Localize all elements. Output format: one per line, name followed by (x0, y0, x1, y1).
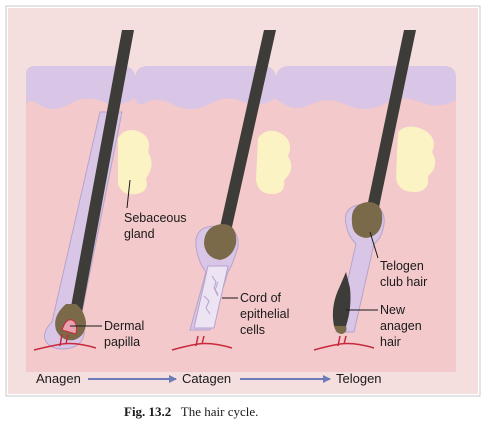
stage-label-anagen: Anagen (36, 371, 81, 386)
label-new-anagen-hair: New anagen hair (380, 303, 425, 349)
anagen-hair-shaft (70, 30, 134, 312)
catagen-hair-shaft (218, 30, 276, 236)
leader-lines (70, 179, 379, 327)
blood-vessels (33, 333, 375, 351)
stage-label-telogen: Telogen (336, 371, 382, 386)
sebaceous-gland-catagen (256, 130, 292, 194)
new-anagen-hair (332, 272, 351, 326)
label-dermal-papilla: Dermal papilla (104, 319, 148, 349)
telogen-hair-shaft (366, 30, 416, 212)
telogen-club-hair (351, 202, 383, 238)
catagen-club (204, 224, 237, 260)
catagen-follicle (189, 30, 276, 331)
epithelial-cord (193, 265, 229, 329)
figure-frame (5, 5, 481, 397)
telogen-follicle (332, 30, 416, 334)
label-telogen-club-hair: Telogen club hair (380, 259, 427, 289)
figure-caption: Fig. 13.2 The hair cycle. (124, 403, 258, 420)
caption-number: Fig. 13.2 (124, 404, 171, 419)
anagen-follicle (44, 30, 134, 350)
label-cord-of-epithelial-cells: Cord of epithelial cells (240, 291, 293, 337)
vessel-anagen (33, 333, 97, 351)
label-sebaceous-gland: Sebaceous gland (124, 211, 190, 241)
sebaceous-gland-anagen (118, 130, 152, 195)
vessel-telogen (313, 335, 375, 351)
vessel-catagen (171, 335, 233, 351)
leader-sebaceous (126, 179, 131, 209)
caption-text: The hair cycle. (181, 404, 259, 419)
stage-label-catagen: Catagen (182, 371, 231, 386)
sebaceous-gland-telogen (396, 126, 436, 192)
leader-club (369, 231, 379, 259)
dermal-papilla-anagen (61, 319, 77, 335)
